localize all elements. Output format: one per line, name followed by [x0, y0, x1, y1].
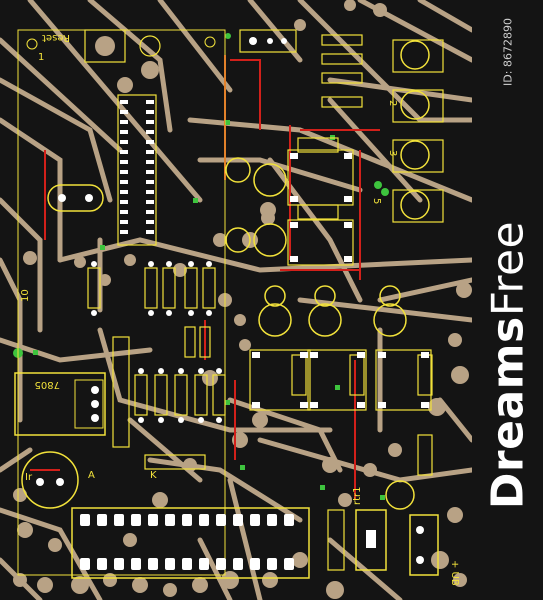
power-connector: [327, 509, 439, 576]
reset-button-footprint: [26, 29, 216, 63]
power-label: + UB: [449, 560, 460, 586]
rtr1-label: rtr1: [352, 486, 363, 505]
dip-ic-packages: [249, 149, 432, 411]
diode-array: [291, 34, 433, 476]
dip-ic-pins: [252, 153, 429, 408]
switch-2-label: 2: [387, 100, 398, 106]
brand-bold: Dreams: [482, 316, 533, 510]
pin-header-connector: [71, 507, 310, 579]
top-connector: [239, 29, 297, 53]
reset-label: Reset: [42, 32, 70, 43]
anode-label: A: [88, 470, 95, 481]
pin-1-label: 1: [38, 52, 44, 63]
silkscreen-labels: Reset 10 1 2 3 5 K A 7805 Ir rtr1 + UB: [20, 32, 460, 586]
brand-light: Free: [482, 220, 533, 317]
cathode-label: K: [150, 470, 157, 481]
microcontroller-chip: [117, 94, 157, 246]
round-components: [225, 40, 430, 510]
voltage-regulator: [14, 372, 106, 436]
electrolytic-capacitor: [21, 451, 79, 509]
watermark-strip: ID: 8672890 DreamsFree: [472, 0, 543, 600]
regulator-label: 7805: [35, 379, 60, 390]
stock-id-label: ID: 8672890: [501, 18, 514, 86]
pin-10-label: 10: [20, 289, 31, 302]
crystal-oscillator: [47, 184, 104, 212]
switch-5-label: 5: [371, 198, 382, 204]
watermark-brand: DreamsFree: [482, 221, 533, 509]
tactile-switches: [392, 39, 444, 223]
resistor-pads: [91, 261, 222, 423]
resistor-array: [87, 267, 226, 416]
ir-label: Ir: [25, 472, 33, 483]
capacitor-column: [112, 326, 211, 470]
pcb-image: Reset 10 1 2 3 5 K A 7805 Ir rtr1 + UB: [0, 0, 472, 600]
switch-3-label: 3: [387, 150, 398, 156]
